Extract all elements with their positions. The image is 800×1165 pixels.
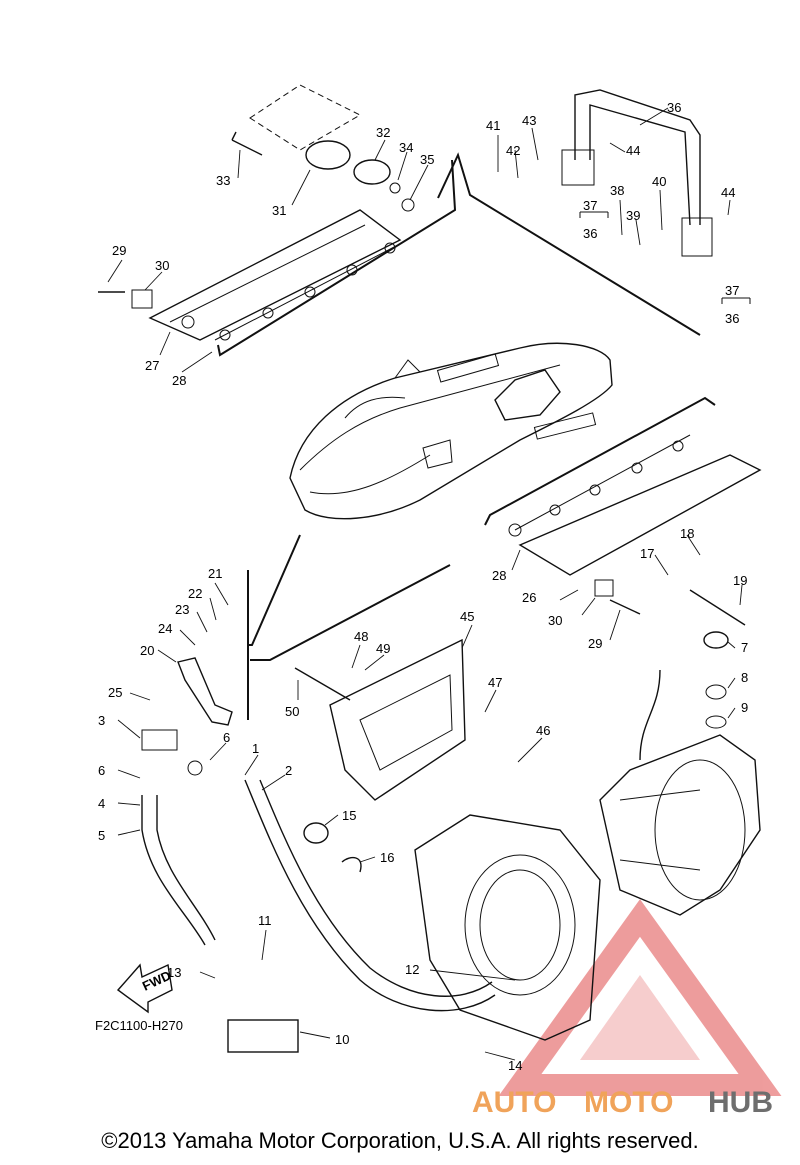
watermark-logo	[498, 899, 782, 1096]
copyright-notice: ©2013 Yamaha Motor Corporation, U.S.A. A…	[101, 1128, 699, 1153]
callout-26: 26	[522, 590, 536, 605]
callout-41: 41	[486, 118, 500, 133]
callout-17: 17	[640, 546, 654, 561]
callout-1: 1	[252, 741, 259, 756]
callout-44a: 44	[626, 143, 640, 158]
callout-10: 10	[335, 1032, 349, 1047]
callout-50: 50	[285, 704, 299, 719]
callout-21: 21	[208, 566, 222, 581]
diagram-code: F2C1100-H270	[95, 1018, 183, 1033]
callout-11: 11	[258, 913, 272, 928]
callout-2: 2	[285, 763, 292, 778]
callout-19: 19	[733, 573, 747, 588]
callout-36a: 36	[667, 100, 681, 115]
callout-44b: 44	[721, 185, 735, 200]
callout-13: 13	[167, 965, 181, 980]
callout-32: 32	[376, 125, 390, 140]
callout-29a: 29	[112, 243, 126, 258]
callout-38: 38	[610, 183, 624, 198]
callout-49: 49	[376, 641, 390, 656]
callout-31: 31	[272, 203, 286, 218]
callout-22: 22	[188, 586, 202, 601]
callout-30b: 30	[548, 613, 562, 628]
watercraft-hull	[289, 342, 613, 520]
watermark-moto: MOTO	[584, 1086, 673, 1119]
callout-37b: 37	[725, 283, 739, 298]
callout-45: 45	[460, 609, 474, 624]
grab-handle-assembly	[437, 89, 713, 336]
callout-48: 48	[354, 629, 368, 644]
callout-27: 27	[145, 358, 159, 373]
callout-12: 12	[405, 962, 419, 977]
callout-28a: 28	[172, 373, 186, 388]
left-rail-assembly	[148, 159, 457, 357]
callout-33: 33	[216, 173, 230, 188]
callout-42: 42	[506, 143, 520, 158]
callout-14: 14	[508, 1058, 522, 1073]
hoses	[141, 669, 661, 1012]
callout-40: 40	[652, 174, 666, 189]
callout-8: 8	[741, 670, 748, 685]
callout-46: 46	[536, 723, 550, 738]
bracket	[177, 534, 301, 726]
callout-6a: 6	[98, 763, 105, 778]
watermark-text: AUTO MOTO HUB	[472, 1086, 773, 1119]
callout-29b: 29	[588, 636, 602, 651]
storage-tray	[250, 564, 466, 801]
callout-36b: 36	[583, 226, 597, 241]
callout-labels: 1 2 3 4 5 6 6 7 8 9 10 11 12 13 14 15 16…	[98, 100, 748, 1073]
callout-4: 4	[98, 796, 105, 811]
jet-nozzle	[599, 734, 761, 916]
callout-6b: 6	[223, 730, 230, 745]
callout-30a: 30	[155, 258, 169, 273]
callout-23: 23	[175, 602, 189, 617]
callout-5: 5	[98, 828, 105, 843]
jet-pump-housing	[414, 814, 601, 1041]
watermark-auto: AUTO	[472, 1086, 556, 1119]
callout-35: 35	[420, 152, 434, 167]
callout-24: 24	[158, 621, 172, 636]
callout-18: 18	[680, 526, 694, 541]
callout-16: 16	[380, 850, 394, 865]
watermark-hub: HUB	[708, 1086, 773, 1119]
fwd-arrow: FWD	[116, 963, 173, 1014]
callout-9: 9	[741, 700, 748, 715]
callout-25: 25	[108, 685, 122, 700]
callout-34: 34	[399, 140, 413, 155]
right-rail-assembly	[484, 396, 762, 576]
callout-39: 39	[626, 208, 640, 223]
callout-7: 7	[741, 640, 748, 655]
fasteners	[141, 579, 746, 1053]
leader-lines	[107, 107, 751, 1061]
callout-43: 43	[522, 113, 536, 128]
cap-assembly	[98, 84, 415, 309]
callout-47: 47	[488, 675, 502, 690]
callout-28b: 28	[492, 568, 506, 583]
callout-36c: 36	[725, 311, 739, 326]
callout-15: 15	[342, 808, 356, 823]
callout-20: 20	[140, 643, 154, 658]
callout-37a: 37	[583, 198, 597, 213]
callout-3: 3	[98, 713, 105, 728]
